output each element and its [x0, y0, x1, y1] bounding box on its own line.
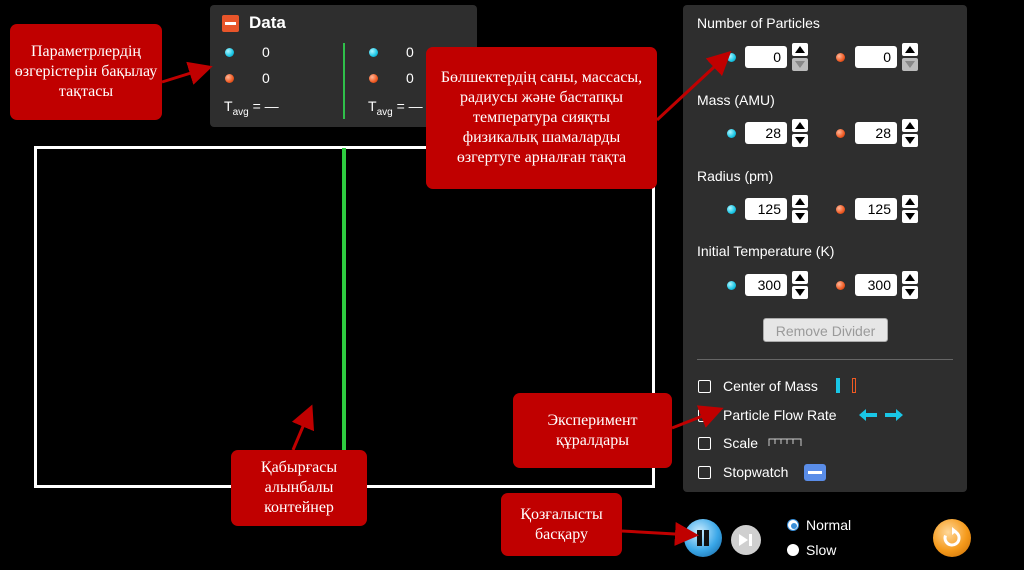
arrow-up-icon[interactable]	[792, 43, 808, 56]
radius-label: Radius (pm)	[697, 168, 774, 184]
orange-particle-icon	[836, 53, 845, 62]
right-count-cyan: 0	[406, 44, 414, 60]
container-divider[interactable]	[342, 148, 346, 480]
temperature-left-stepper[interactable]	[792, 271, 808, 299]
motion-callout: Қозғалысты басқару	[501, 493, 622, 556]
center-of-mass-checkbox[interactable]	[698, 380, 711, 393]
arrow-up-icon[interactable]	[792, 195, 808, 208]
remove-divider-button[interactable]: Remove Divider	[763, 318, 888, 342]
panel-separator	[697, 359, 953, 360]
arrow-down-icon[interactable]	[902, 286, 918, 299]
temperature-right-stepper[interactable]	[902, 271, 918, 299]
cyan-particle-icon	[727, 53, 736, 62]
arrow-up-icon[interactable]	[792, 119, 808, 132]
scale-label: Scale	[723, 435, 759, 451]
stopwatch-checkbox[interactable]	[698, 466, 711, 479]
arrow-up-icon[interactable]	[792, 271, 808, 284]
orange-particle-icon	[225, 74, 234, 83]
left-count-orange: 0	[262, 70, 270, 86]
reset-icon	[943, 527, 961, 547]
speed-normal-radio[interactable]	[787, 519, 799, 531]
particles-left-input[interactable]: 0	[745, 46, 787, 68]
mass-label: Mass (AMU)	[697, 92, 775, 108]
reset-button[interactable]	[933, 519, 971, 557]
orange-particle-icon	[836, 205, 845, 214]
scale-checkbox[interactable]	[698, 437, 711, 450]
orange-particle-icon	[369, 74, 378, 83]
mass-right-stepper[interactable]	[902, 119, 918, 147]
arrow-down-icon[interactable]	[902, 210, 918, 223]
control-panel: Number of Particles 0 0 Mass (AMU) 28 28…	[683, 5, 967, 492]
radius-left-stepper[interactable]	[792, 195, 808, 223]
controls-callout: Бөлшектердің саны, массасы, радиусы және…	[426, 47, 657, 189]
arrow-down-icon[interactable]	[902, 58, 918, 71]
cyan-particle-icon	[727, 129, 736, 138]
right-count-orange: 0	[406, 70, 414, 86]
stopwatch-label: Stopwatch	[723, 464, 789, 480]
arrow-down-icon[interactable]	[792, 134, 808, 147]
stopwatch-icon	[804, 464, 826, 481]
arrow-up-icon[interactable]	[902, 195, 918, 208]
center-of-mass-cyan-icon	[836, 378, 840, 393]
container-callout: Қабырғасы алынбалы контейнер	[231, 450, 367, 526]
temperature-label: Initial Temperature (K)	[697, 243, 835, 259]
radius-left-input[interactable]: 125	[745, 198, 787, 220]
orange-particle-icon	[836, 281, 845, 290]
mass-left-stepper[interactable]	[792, 119, 808, 147]
temperature-left-input[interactable]: 300	[745, 274, 787, 296]
particles-left-stepper[interactable]	[792, 43, 808, 71]
cyan-particle-icon	[225, 48, 234, 57]
orange-particle-icon	[836, 129, 845, 138]
cyan-particle-icon	[369, 48, 378, 57]
cyan-particle-icon	[727, 205, 736, 214]
arrow-down-icon[interactable]	[792, 210, 808, 223]
step-icon	[739, 534, 752, 546]
step-button[interactable]	[731, 525, 761, 555]
radius-right-input[interactable]: 125	[855, 198, 897, 220]
center-of-mass-orange-icon	[852, 378, 856, 393]
radius-right-stepper[interactable]	[902, 195, 918, 223]
left-count-cyan: 0	[262, 44, 270, 60]
left-tavg: Tavg = —	[224, 98, 279, 118]
flow-arrows-icon	[859, 409, 903, 421]
particles-label: Number of Particles	[697, 15, 820, 31]
temperature-right-input[interactable]: 300	[855, 274, 897, 296]
data-panel-divider	[343, 43, 345, 119]
speed-normal-label: Normal	[806, 517, 852, 533]
arrow-up-icon[interactable]	[902, 271, 918, 284]
collapse-icon[interactable]	[222, 15, 239, 32]
right-tavg: Tavg = —	[368, 98, 423, 118]
particle-flow-rate-label: Particle Flow Rate	[723, 407, 837, 423]
cyan-particle-icon	[727, 281, 736, 290]
arrow-down-icon[interactable]	[902, 134, 918, 147]
center-of-mass-label: Center of Mass	[723, 378, 818, 394]
mass-right-input[interactable]: 28	[855, 122, 897, 144]
arrow-down-icon[interactable]	[792, 286, 808, 299]
data-panel-title: Data	[249, 13, 286, 32]
arrow-up-icon[interactable]	[902, 119, 918, 132]
tools-callout: Эксперимент құралдары	[513, 393, 672, 468]
arrow-up-icon[interactable]	[902, 43, 918, 56]
data-panel-callout: Параметрлердің өзгерістерін бақылау тақт…	[10, 24, 162, 120]
particles-right-stepper[interactable]	[902, 43, 918, 71]
speed-slow-label: Slow	[806, 542, 837, 558]
arrow-down-icon[interactable]	[792, 58, 808, 71]
speed-slow-radio[interactable]	[787, 544, 799, 556]
mass-left-input[interactable]: 28	[745, 122, 787, 144]
particles-right-input[interactable]: 0	[855, 46, 897, 68]
scale-ruler-icon	[768, 438, 802, 446]
